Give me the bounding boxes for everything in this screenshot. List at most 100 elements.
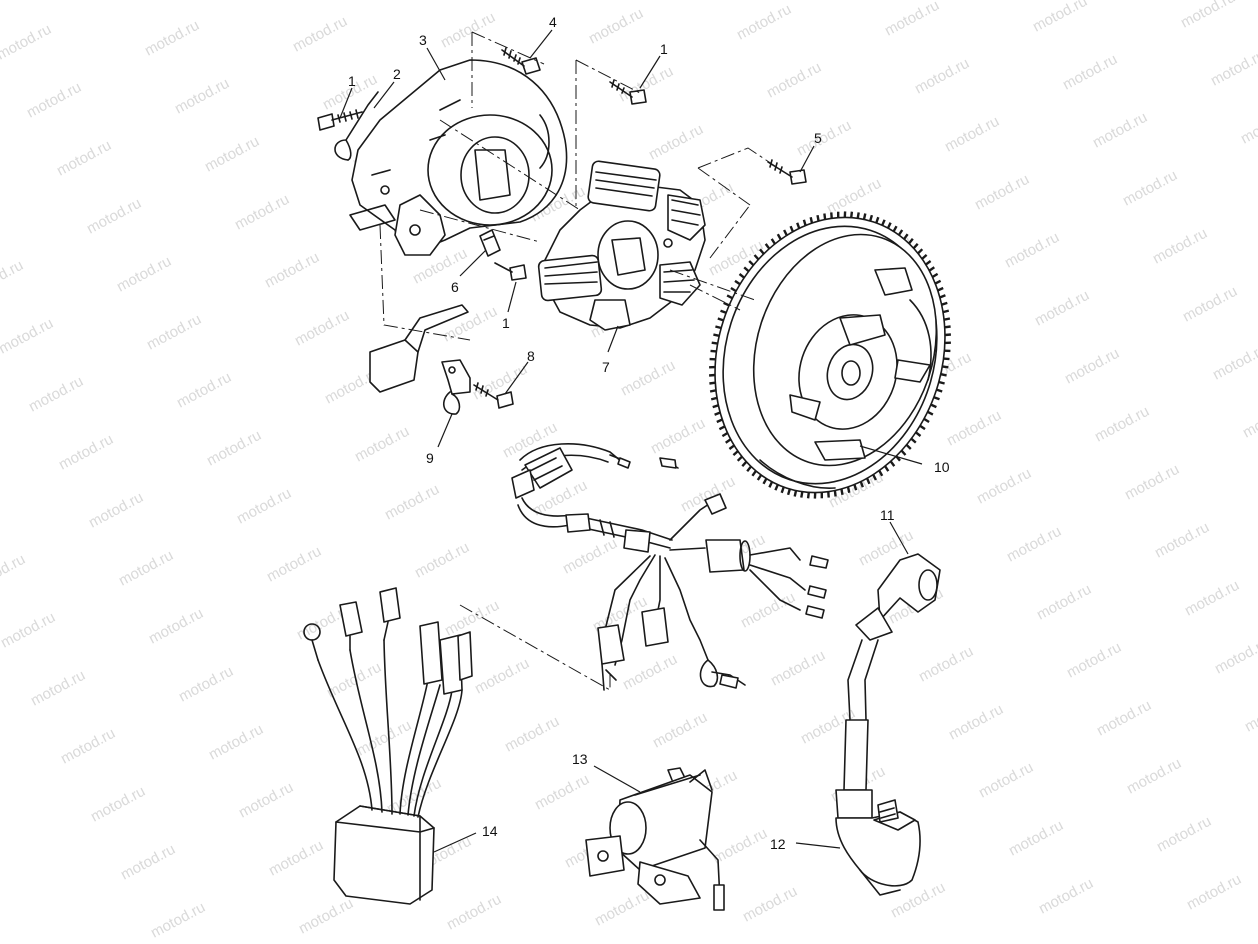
watermark-text: motod.ru bbox=[0, 21, 54, 64]
gear-tooth bbox=[927, 410, 934, 416]
watermark-text: motod.ru bbox=[264, 543, 324, 586]
gear-tooth bbox=[774, 484, 779, 491]
gear-tooth bbox=[723, 301, 730, 307]
gear-tooth bbox=[751, 470, 757, 477]
gear-tooth bbox=[730, 286, 737, 293]
watermark-text: motod.ru bbox=[1090, 109, 1150, 152]
gear-tooth bbox=[919, 424, 926, 431]
watermark-text: motod.ru bbox=[234, 485, 294, 528]
gear-tooth bbox=[809, 217, 814, 224]
watermark-text: motod.ru bbox=[1182, 577, 1242, 620]
gear-tooth bbox=[892, 225, 898, 232]
gear-tooth bbox=[910, 437, 917, 444]
watermark-text: motod.ru bbox=[58, 725, 118, 768]
watermark-text: motod.ru bbox=[1154, 813, 1214, 856]
watermark-text: motod.ru bbox=[976, 759, 1036, 802]
gear-tooth bbox=[762, 478, 768, 485]
watermark-text: motod.ru bbox=[176, 663, 236, 706]
watermark-text: motod.ru bbox=[114, 253, 174, 296]
cable-clamp-9 bbox=[441, 359, 471, 415]
ignition-coil bbox=[835, 639, 921, 896]
watermark-text: motod.ru bbox=[236, 779, 296, 822]
gear-tooth bbox=[708, 373, 716, 377]
watermark-text: motod.ru bbox=[472, 655, 532, 698]
flywheel bbox=[708, 211, 952, 499]
gear-tooth bbox=[917, 248, 924, 255]
cdi-unit bbox=[303, 587, 473, 905]
watermark-text: motod.ru bbox=[1036, 875, 1096, 918]
watermark-text: motod.ru bbox=[1002, 229, 1062, 272]
watermark-text: motod.ru bbox=[1210, 341, 1258, 384]
watermark-text: motod.ru bbox=[142, 17, 202, 60]
watermark-text: motod.ru bbox=[646, 121, 706, 164]
gear-tooth bbox=[725, 438, 732, 444]
watermark-text: motod.ru bbox=[24, 79, 84, 122]
watermark-text: motod.ru bbox=[174, 369, 234, 412]
callout-5: 5 bbox=[814, 130, 822, 146]
watermark-text: motod.ru bbox=[116, 547, 176, 590]
watermark-text: motod.ru bbox=[202, 133, 262, 176]
callout-14: 14 bbox=[482, 823, 498, 839]
gear-tooth bbox=[934, 279, 942, 285]
wiring-harness bbox=[511, 443, 829, 691]
gear-tooth bbox=[743, 266, 750, 273]
watermark-text: motod.ru bbox=[0, 609, 58, 652]
gear-tooth bbox=[715, 325, 722, 330]
gear-tooth bbox=[869, 214, 874, 222]
watermark-text: motod.ru bbox=[84, 195, 144, 238]
watermark-text: motod.ru bbox=[532, 771, 592, 814]
gear-tooth bbox=[931, 272, 939, 279]
watermark-text: motod.ru bbox=[88, 783, 148, 826]
watermark-text: motod.ru bbox=[1184, 871, 1244, 914]
watermark-text: motod.ru bbox=[438, 9, 498, 52]
watermark-text: motod.ru bbox=[1242, 693, 1258, 736]
gear-tooth bbox=[900, 449, 907, 456]
gear-tooth bbox=[711, 341, 718, 345]
spark-plug-cap bbox=[855, 553, 941, 641]
gear-tooth bbox=[768, 481, 774, 488]
watermark-text: motod.ru bbox=[824, 175, 884, 218]
gear-tooth bbox=[943, 317, 951, 321]
gear-tooth bbox=[710, 349, 717, 353]
watermark-text: motod.ru bbox=[1034, 581, 1094, 624]
watermark-text: motod.ru bbox=[1004, 523, 1064, 566]
watermark-text: motod.ru bbox=[972, 171, 1032, 214]
gear-tooth bbox=[942, 309, 950, 314]
gear-tooth bbox=[709, 389, 717, 393]
ring-gear-teeth bbox=[708, 211, 952, 499]
gear-tooth bbox=[878, 469, 884, 477]
watermark-text: motod.ru bbox=[1150, 225, 1210, 268]
watermark-text: motod.ru bbox=[1122, 461, 1182, 504]
wire-clamp-6 bbox=[479, 229, 501, 257]
watermark-text: motod.ru bbox=[1178, 0, 1238, 32]
watermark-text: motod.ru bbox=[266, 837, 326, 880]
callout-2: 2 bbox=[393, 66, 401, 82]
gear-tooth bbox=[712, 404, 719, 409]
gear-tooth bbox=[833, 490, 837, 497]
watermark-text: motod.ru bbox=[710, 825, 770, 868]
gear-tooth bbox=[941, 301, 948, 306]
watermark-text: motod.ru bbox=[146, 605, 206, 648]
watermark-text: motod.ru bbox=[946, 701, 1006, 744]
gear-tooth bbox=[806, 492, 810, 499]
watermark-text: motod.ru bbox=[262, 249, 322, 292]
stator-plate bbox=[349, 59, 568, 256]
callout-3: 3 bbox=[419, 32, 427, 48]
screw-1b bbox=[609, 79, 647, 105]
watermark-text: motod.ru bbox=[650, 709, 710, 752]
callout-1: 1 bbox=[660, 41, 668, 57]
watermark-text: motod.ru bbox=[1032, 287, 1092, 330]
watermark-text: motod.ru bbox=[1152, 519, 1212, 562]
watermark-text: motod.ru bbox=[586, 5, 646, 48]
screw-4 bbox=[501, 47, 541, 75]
gear-tooth bbox=[718, 425, 726, 431]
watermark-text: motod.ru bbox=[1094, 697, 1154, 740]
watermark-text: motod.ru bbox=[1208, 47, 1258, 90]
gear-tooth bbox=[903, 233, 909, 240]
watermark-text: motod.ru bbox=[442, 597, 502, 640]
watermark-text: motod.ru bbox=[912, 55, 972, 98]
gear-tooth bbox=[783, 229, 788, 236]
gear-tooth bbox=[759, 248, 765, 255]
gear-tooth bbox=[889, 460, 896, 467]
